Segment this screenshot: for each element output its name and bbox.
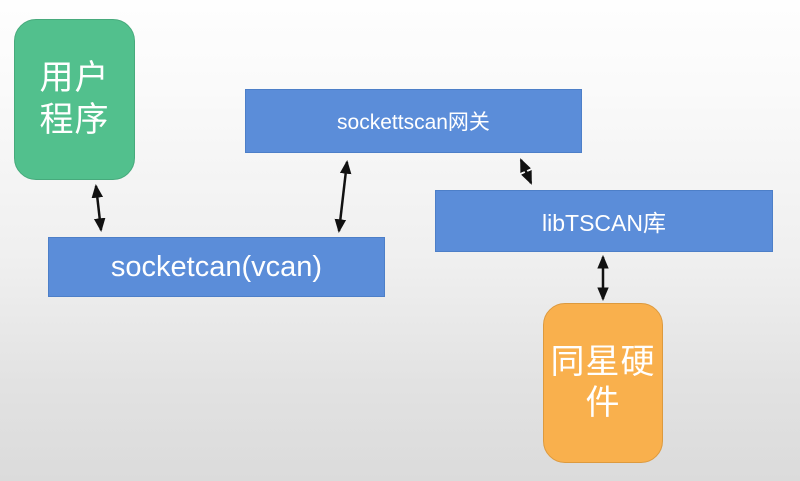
arrow-gateway-libtscan (519, 158, 533, 185)
node-sockettscan-gateway: sockettscan网关 (245, 89, 582, 153)
node-libtscan-lib: libTSCAN库 (435, 190, 773, 252)
arrow-gateway-socketcan (334, 159, 352, 234)
node-socketcan-vcan: socketcan(vcan) (48, 237, 385, 297)
arrow-user-program-socketcan (91, 183, 106, 233)
node-tongxing-hardware: 同星硬件 (543, 303, 663, 463)
node-user-program: 用户 程序 (14, 19, 135, 180)
